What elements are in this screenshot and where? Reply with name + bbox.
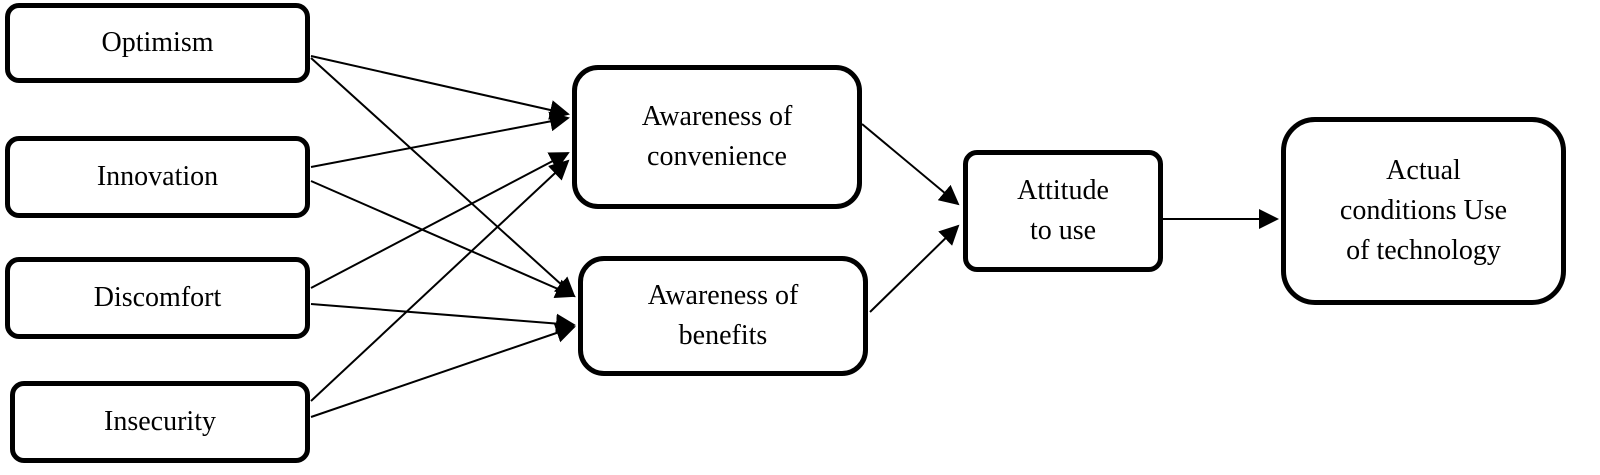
node-actual-conditions-use-of-technology: Actual conditions Use of technology bbox=[1281, 117, 1566, 305]
edge-optimism-to-convenience bbox=[310, 55, 570, 120]
node-optimism: Optimism bbox=[5, 3, 310, 83]
node-awareness-of-benefits: Awareness of benefits bbox=[578, 256, 868, 376]
node-attitude-to-use: Attitude to use bbox=[963, 150, 1163, 272]
edge-insecurity-to-benefits bbox=[310, 323, 576, 418]
edge-innovation-to-benefits bbox=[310, 180, 576, 298]
node-insecurity: Insecurity bbox=[10, 381, 310, 463]
node-innovation: Innovation bbox=[5, 136, 310, 218]
edge-benefits-to-attitude bbox=[869, 224, 960, 313]
edge-layer bbox=[310, 55, 1279, 418]
node-discomfort: Discomfort bbox=[5, 257, 310, 339]
node-awareness-of-convenience: Awareness of convenience bbox=[572, 65, 862, 209]
edge-optimism-to-benefits bbox=[310, 57, 576, 298]
edge-innovation-to-convenience bbox=[310, 111, 570, 168]
edge-convenience-to-attitude bbox=[861, 123, 960, 206]
edge-discomfort-to-benefits bbox=[310, 303, 576, 334]
edge-insecurity-to-convenience bbox=[310, 159, 570, 402]
edge-discomfort-to-convenience bbox=[310, 152, 570, 289]
